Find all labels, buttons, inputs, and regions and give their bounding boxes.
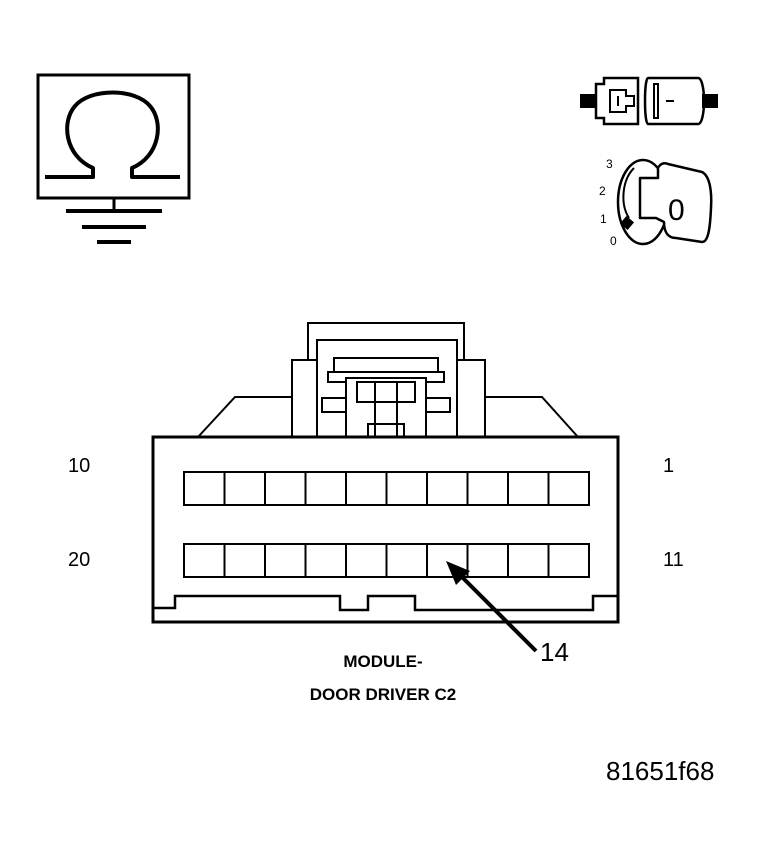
cavity-row-top xyxy=(183,471,590,506)
cavity xyxy=(507,471,550,506)
ignition-key-off-icon: 3 2 1 0 0 xyxy=(599,157,713,248)
connector-keyway xyxy=(153,594,618,612)
cavity xyxy=(264,471,307,506)
cavity xyxy=(507,543,550,578)
connector-housing xyxy=(151,435,620,624)
cavity xyxy=(304,471,347,506)
connector-name-line1: MODULE- xyxy=(343,652,423,671)
pin-label-top-right: 1 xyxy=(663,455,675,477)
ohmmeter-ground-icon xyxy=(36,73,191,244)
cavity xyxy=(547,543,590,578)
cavity xyxy=(223,471,266,506)
cavity-row-bottom xyxy=(183,543,590,578)
cavity xyxy=(547,471,590,506)
cavity xyxy=(304,543,347,578)
key-position-label: 0 xyxy=(668,194,685,227)
cavity xyxy=(223,543,266,578)
figure-id: 81651f68 xyxy=(606,756,715,786)
connector-name-line2: DOOR DRIVER C2 xyxy=(309,685,457,704)
cavity xyxy=(345,471,388,506)
pin-label-top-left: 10 xyxy=(68,455,91,477)
cavity xyxy=(466,471,509,506)
pin-label-bottom-left: 20 xyxy=(68,549,91,571)
cavity xyxy=(426,471,469,506)
callout-arrow xyxy=(446,561,538,653)
cavity xyxy=(264,543,307,578)
ignition-position-0: 0 xyxy=(610,234,617,248)
ignition-position-3: 3 xyxy=(606,157,613,171)
cavity xyxy=(183,543,226,578)
cavity xyxy=(183,471,226,506)
connector-face xyxy=(151,322,620,624)
ignition-position-1: 1 xyxy=(600,212,607,226)
connector-disconnect-icon xyxy=(580,76,718,126)
pin-label-bottom-right: 11 xyxy=(663,549,684,571)
cavity xyxy=(385,471,428,506)
connector-latch xyxy=(195,322,581,438)
cavity xyxy=(345,543,388,578)
cavity xyxy=(466,543,509,578)
ignition-position-2: 2 xyxy=(599,184,606,198)
cavity xyxy=(385,543,428,578)
callout-pin-number: 14 xyxy=(540,637,569,667)
